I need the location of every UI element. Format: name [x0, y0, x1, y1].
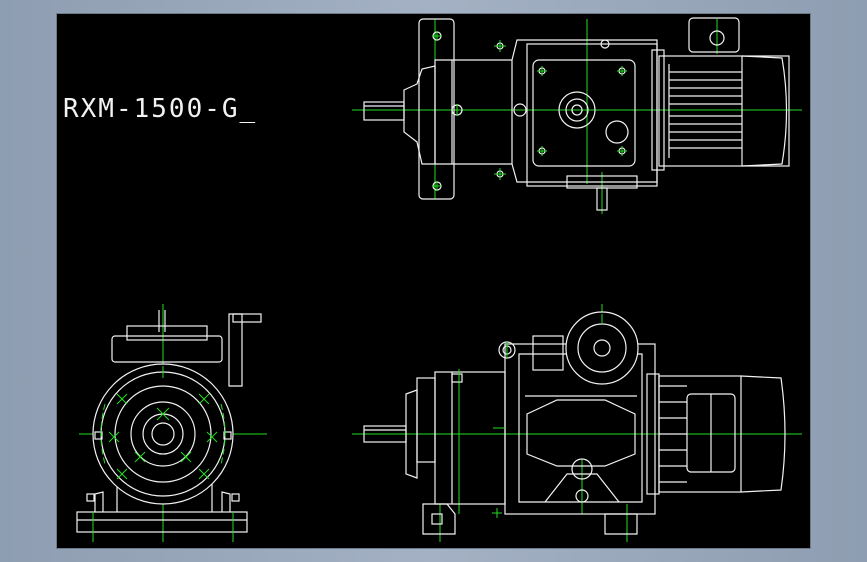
- end-view: [76, 304, 267, 542]
- model-label: RXM-1500-G_: [63, 94, 258, 124]
- top-view: [352, 17, 802, 214]
- cad-viewport[interactable]: RXM-1500-G_: [56, 13, 811, 549]
- cad-drawing: [76, 17, 802, 542]
- side-view: [352, 304, 802, 542]
